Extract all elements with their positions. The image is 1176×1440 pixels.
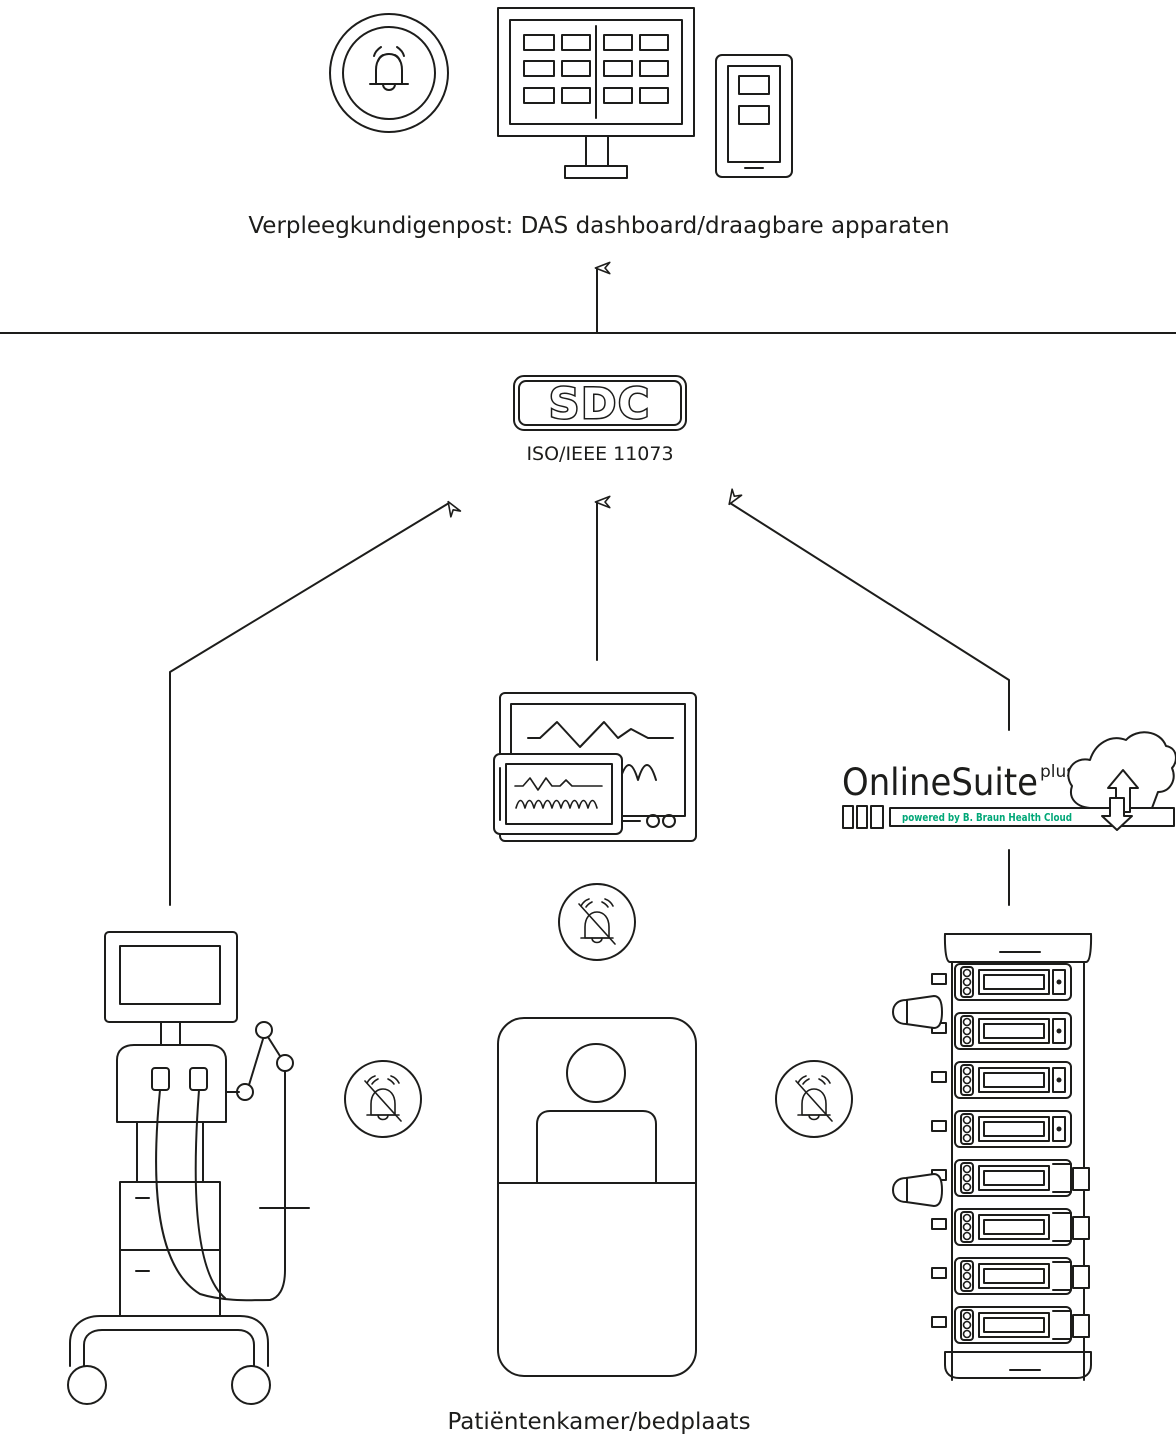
arrow-pumps-to-sdc <box>728 488 1010 731</box>
sdc-standard-label: ISO/IEEE 11073 <box>526 443 673 465</box>
onlinesuite-name: OnlineSuite <box>842 761 1038 804</box>
infusion-pump-rack-icon <box>892 933 1093 1381</box>
nurse-call-alarm-icon <box>329 13 449 133</box>
muted-alarm-pumps-icon <box>775 1060 853 1138</box>
onlinesuite-logo: OnlineSuite plus powered by B. Braun Hea… <box>842 761 1175 829</box>
ventilator-icon <box>67 931 310 1405</box>
onlinesuite-tagline: powered by B. Braun Health Cloud <box>902 811 1072 824</box>
cloud-sync-icon <box>1067 731 1176 831</box>
sdc-logo: SDC <box>513 375 687 431</box>
muted-alarm-monitor-icon <box>558 883 636 961</box>
patient-bed-icon <box>497 1017 697 1377</box>
sdc-logo-text: SDC <box>549 379 651 428</box>
patient-room-label: Patiëntenkamer/bedplaats <box>447 1409 750 1435</box>
tablet-icon <box>715 54 793 178</box>
dashboard-monitor-icon <box>497 7 695 179</box>
nurse-station-label: Verpleegkundigenpost: DAS dashboard/draa… <box>248 213 949 239</box>
onlinesuite-superscript: plus <box>1040 762 1075 782</box>
muted-alarm-ventilator-icon <box>344 1060 422 1138</box>
patient-monitor-icon <box>493 692 697 842</box>
arrow-ventilator-to-sdc <box>169 500 462 906</box>
